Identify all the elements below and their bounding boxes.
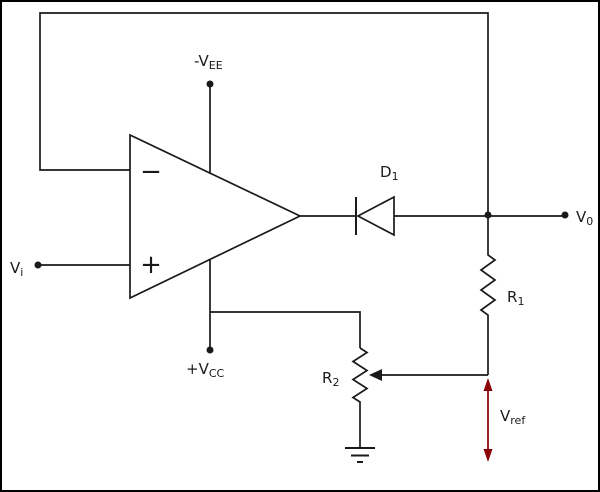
resistor-r1-wire-zigzag bbox=[479, 215, 497, 375]
label-diode-d1: D1 bbox=[380, 163, 399, 183]
output-terminal-dot bbox=[561, 211, 569, 219]
neg-supply-terminal-dot bbox=[206, 80, 214, 88]
output-junction-dot bbox=[484, 211, 492, 219]
label-pos-supply: +VCC bbox=[186, 360, 225, 380]
label-output-v0-main: V bbox=[576, 208, 587, 226]
vref-arrowhead-top bbox=[483, 378, 493, 391]
label-resistor-r1-sub: 1 bbox=[517, 295, 525, 308]
label-input-vi-main: V bbox=[10, 259, 21, 277]
label-output-v0: V0 bbox=[576, 208, 594, 228]
vref-arrowhead-bottom bbox=[483, 449, 493, 462]
label-diode-d1-sub: 1 bbox=[391, 170, 399, 183]
label-output-v0-sub: 0 bbox=[586, 215, 594, 228]
feedback-wire bbox=[39, 12, 489, 215]
label-pos-supply-sub: CC bbox=[208, 367, 225, 380]
label-diode-d1-main: D bbox=[380, 163, 392, 181]
label-neg-supply: -VEE bbox=[194, 52, 223, 72]
opamp-noninverting-input-symbol: + bbox=[140, 250, 162, 280]
diode-triangle bbox=[356, 195, 395, 237]
label-vref-sub: ref bbox=[510, 414, 526, 427]
label-neg-supply-sub: EE bbox=[208, 59, 223, 72]
opamp-inverting-input-symbol: − bbox=[140, 157, 162, 187]
r2-branch-wire bbox=[210, 311, 361, 348]
wiper-arrowhead bbox=[369, 369, 382, 381]
label-vref-main: V bbox=[500, 407, 511, 425]
label-neg-supply-main: -V bbox=[194, 52, 209, 70]
input-terminal-dot bbox=[34, 261, 42, 269]
label-potentiometer-r2-sub: 2 bbox=[332, 376, 340, 389]
label-resistor-r1-main: R bbox=[507, 288, 518, 306]
label-potentiometer-r2-main: R bbox=[322, 369, 333, 387]
label-pos-supply-main: +V bbox=[186, 360, 209, 378]
vref-arrow bbox=[483, 378, 493, 462]
potentiometer-r2-zigzag bbox=[351, 347, 369, 448]
label-input-vi-sub: i bbox=[20, 266, 24, 279]
pos-supply-terminal-dot bbox=[206, 346, 214, 354]
label-vref: Vref bbox=[500, 407, 526, 427]
label-potentiometer-r2: R2 bbox=[322, 369, 340, 389]
opamp-triangle bbox=[129, 133, 302, 300]
ground-symbol bbox=[345, 447, 375, 463]
label-input-vi: Vi bbox=[10, 259, 24, 279]
label-resistor-r1: R1 bbox=[507, 288, 525, 308]
